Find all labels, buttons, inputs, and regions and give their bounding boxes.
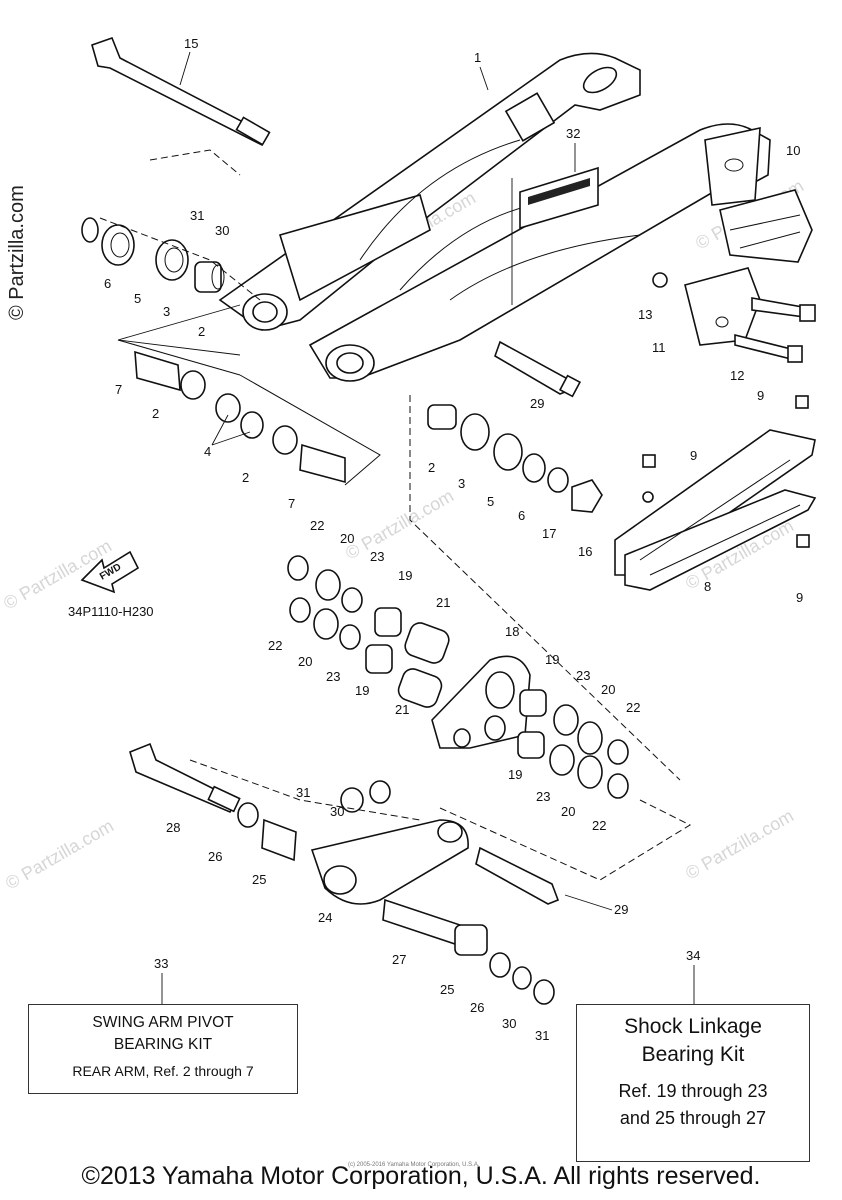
callout-23: 23 — [536, 789, 550, 804]
callout-32: 32 — [566, 126, 580, 141]
callouts: 1 2 2 2 2 3 3 4 5 5 6 6 7 7 8 9 9 9 10 1… — [104, 36, 803, 1043]
callout-8: 8 — [704, 579, 711, 594]
callout-30: 30 — [330, 804, 344, 819]
callout-26: 26 — [208, 849, 222, 864]
callout-15: 15 — [184, 36, 198, 51]
callout-20: 20 — [298, 654, 312, 669]
callout-19: 19 — [355, 683, 369, 698]
bolt-29-top — [494, 340, 582, 398]
callout-9: 9 — [796, 590, 803, 605]
callout-20: 20 — [340, 531, 354, 546]
callout-9: 9 — [757, 388, 764, 403]
callout-2: 2 — [242, 470, 249, 485]
callout-19: 19 — [398, 568, 412, 583]
swing-arm-kit-line2: BEARING KIT — [113, 1036, 213, 1053]
callout-23: 23 — [576, 668, 590, 683]
callout-18: 18 — [505, 624, 519, 639]
diagram-code: 34P1110-H230 — [68, 604, 154, 619]
watermark-text: © Partzilla.com — [682, 805, 797, 883]
shock-kit-line3: Ref. 19 through 23 — [618, 1081, 768, 1101]
callout-13: 13 — [638, 307, 652, 322]
callout-3: 3 — [163, 304, 170, 319]
callout-19: 19 — [508, 767, 522, 782]
callout-7: 7 — [288, 496, 295, 511]
callout-17: 17 — [542, 526, 556, 541]
callout-11: 11 — [652, 340, 666, 355]
callout-4: 4 — [204, 444, 211, 459]
watermark-text: © Partzilla.com — [342, 485, 457, 563]
callout-31: 31 — [535, 1028, 549, 1043]
callout-5: 5 — [134, 291, 141, 306]
callout-12: 12 — [730, 368, 744, 383]
callout-2: 2 — [428, 460, 435, 475]
callout-26: 26 — [470, 1000, 484, 1015]
callout-9: 9 — [690, 448, 697, 463]
callout-25: 25 — [252, 872, 266, 887]
callout-2: 2 — [198, 324, 205, 339]
callout-33: 33 — [154, 956, 168, 971]
chain-guide — [652, 189, 816, 363]
copyright: ©2013 Yamaha Motor Corporation, U.S.A. A… — [81, 1162, 761, 1190]
callout-29: 29 — [614, 902, 628, 917]
callout-2: 2 — [152, 406, 159, 421]
callout-20: 20 — [561, 804, 575, 819]
pivot-bearing-stack — [81, 217, 381, 486]
callout-24: 24 — [318, 910, 332, 925]
callout-31: 31 — [296, 785, 310, 800]
side-watermark: © Partzilla.com — [6, 185, 28, 320]
sticker-32 — [519, 166, 599, 230]
callout-1: 1 — [474, 50, 481, 65]
fwd-arrow: FWD — [80, 550, 140, 594]
callout-7: 7 — [115, 382, 122, 397]
callout-23: 23 — [370, 549, 384, 564]
callout-31: 31 — [190, 208, 204, 223]
swing-arm — [218, 52, 771, 382]
callout-34: 34 — [686, 948, 700, 963]
callout-21: 21 — [436, 595, 450, 610]
shock-kit-line2: Bearing Kit — [641, 1043, 745, 1066]
relay-arm-18 — [287, 555, 692, 881]
callout-10: 10 — [786, 143, 800, 158]
callout-28: 28 — [166, 820, 180, 835]
connecting-rod-24 — [129, 742, 560, 1005]
callout-19: 19 — [545, 652, 559, 667]
callout-27: 27 — [392, 952, 406, 967]
chain-slider-8 — [614, 395, 817, 591]
small-print: (c) 2005-2016 Yamaha Motor Corporation, … — [348, 1162, 480, 1168]
callout-22: 22 — [626, 700, 640, 715]
callout-30: 30 — [502, 1016, 516, 1031]
callout-6: 6 — [518, 508, 525, 523]
swing-arm-kit-line1: SWING ARM PIVOT — [92, 1014, 234, 1031]
shock-kit-line4: and 25 through 27 — [619, 1108, 767, 1128]
callout-29: 29 — [530, 396, 544, 411]
shock-kit-line1: Shock Linkage — [624, 1015, 762, 1038]
callout-25: 25 — [440, 982, 454, 997]
callout-3: 3 — [458, 476, 465, 491]
callout-5: 5 — [487, 494, 494, 509]
callout-20: 20 — [601, 682, 615, 697]
callout-21: 21 — [395, 702, 409, 717]
callout-22: 22 — [592, 818, 606, 833]
callout-23: 23 — [326, 669, 340, 684]
watermark-text: © Partzilla.com — [2, 815, 117, 893]
swing-arm-kit-box: SWING ARM PIVOT BEARING KIT REAR ARM, Re… — [28, 1004, 298, 1094]
callout-22: 22 — [310, 518, 324, 533]
callout-16: 16 — [578, 544, 592, 559]
swing-arm-kit-line3: REAR ARM, Ref. 2 through 7 — [72, 1063, 254, 1079]
shock-linkage-kit-box: Shock Linkage Bearing Kit Ref. 19 throug… — [576, 1004, 810, 1162]
callout-6: 6 — [104, 276, 111, 291]
right-bearing-stack — [409, 395, 681, 781]
callout-22: 22 — [268, 638, 282, 653]
pivot-shaft-15 — [91, 36, 271, 176]
callout-30: 30 — [215, 223, 229, 238]
